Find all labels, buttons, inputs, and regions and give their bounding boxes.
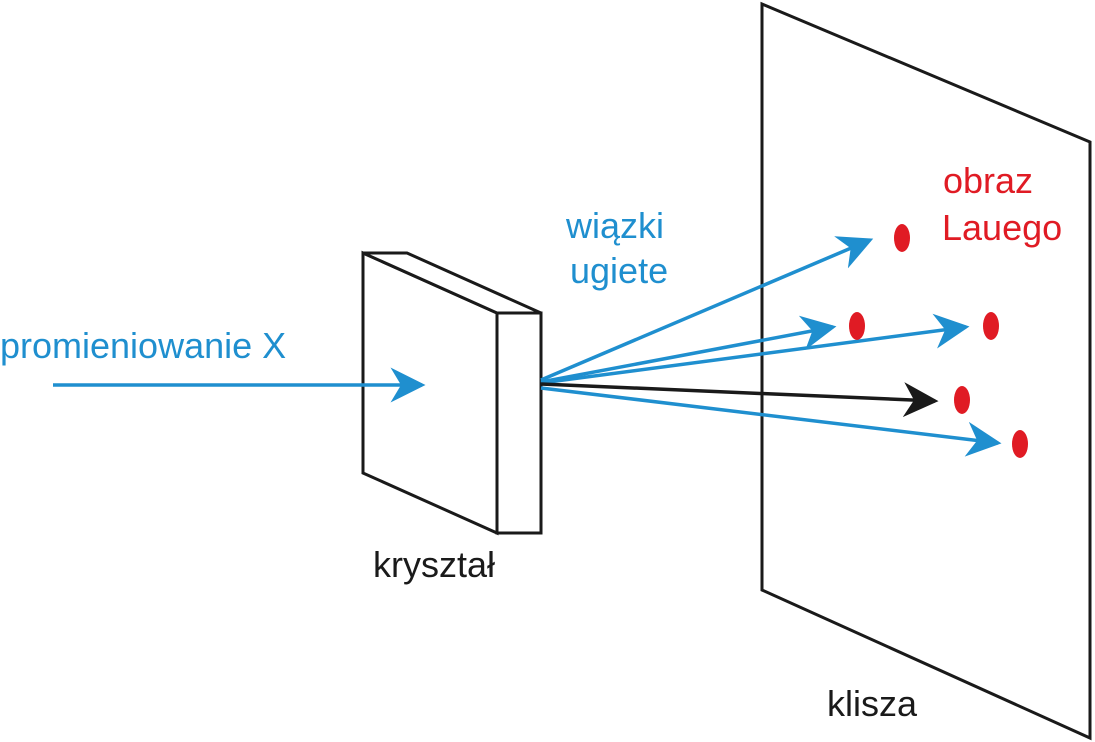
xray-label: promieniowanie X bbox=[0, 325, 286, 366]
diffracted-beam-arrow-2 bbox=[540, 315, 837, 384]
film-label: klisza bbox=[827, 683, 918, 724]
laue-pattern-label-line1: obraz bbox=[943, 160, 1033, 201]
diffracted-beams-label-line1: wiązki bbox=[565, 205, 664, 246]
diffracted-beam-arrow-4 bbox=[540, 386, 1002, 457]
diffracted-beams-label-line2: ugiete bbox=[570, 250, 668, 291]
laue-spot-1 bbox=[894, 224, 910, 252]
laue-spot-4 bbox=[954, 386, 970, 414]
film-plate bbox=[760, 1, 1092, 741]
laue-spot-5 bbox=[1012, 430, 1028, 458]
diffracted-beam-arrow-1 bbox=[540, 236, 874, 382]
laue-pattern-label-line2: Lauego bbox=[942, 207, 1062, 248]
diffracted-beam-arrow-3 bbox=[540, 313, 970, 385]
crystal-label: kryształ bbox=[373, 544, 495, 585]
crystal-side-face bbox=[495, 311, 543, 535]
laue-spot-3 bbox=[983, 312, 999, 340]
crystal bbox=[361, 250, 543, 536]
transmitted-beam-arrow bbox=[540, 382, 939, 418]
laue-spot-2 bbox=[849, 312, 865, 340]
